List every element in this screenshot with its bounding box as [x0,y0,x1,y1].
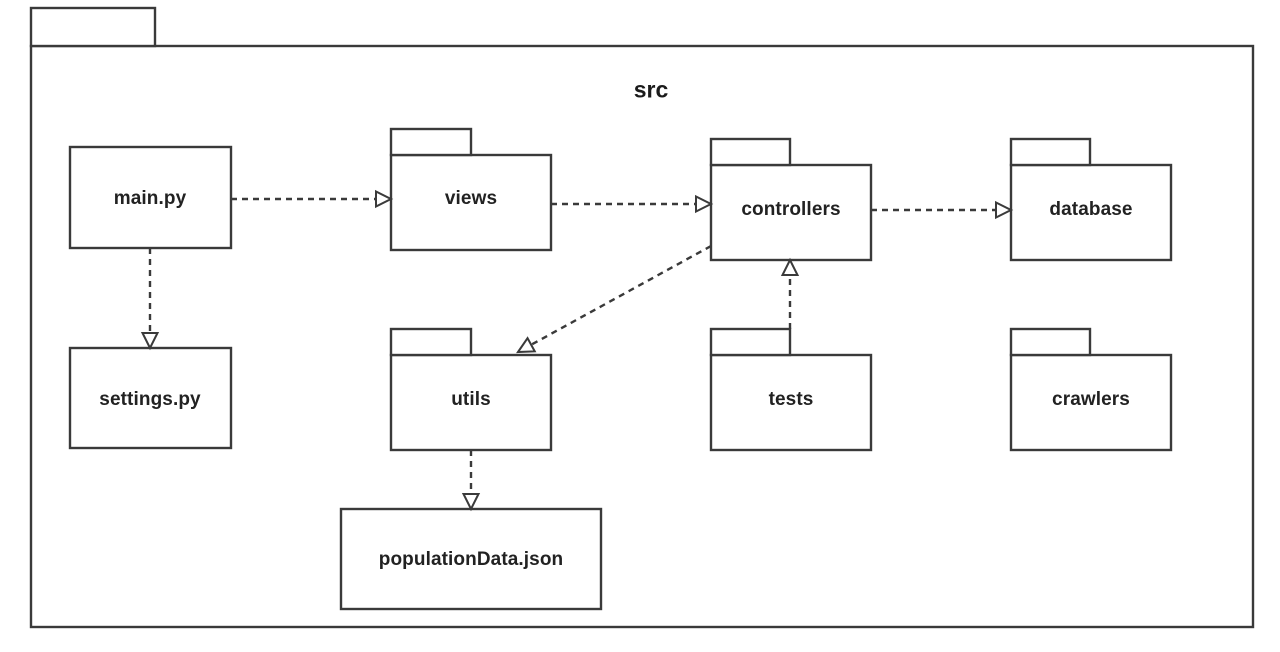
utils-tab[interactable] [389,327,473,357]
edge-main-to-views [231,189,394,209]
outer-package-title: src [633,76,669,103]
node-settings-py[interactable] [68,346,233,450]
node-tests[interactable] [709,327,873,452]
views-label: views [444,188,498,209]
arrowhead-controllers-to-utils [516,336,537,354]
database-body[interactable] [1009,163,1173,262]
node-views[interactable] [389,127,553,252]
node-population-data-json[interactable] [339,507,603,611]
views-tab[interactable] [389,127,473,157]
crawlers-body[interactable] [1009,353,1173,452]
controllers-label: controllers [741,199,841,220]
tests-tab[interactable] [709,327,792,357]
crawlers-label: crawlers [1052,389,1130,410]
arrowhead-controllers-to-database [995,200,1014,220]
node-utils[interactable] [389,327,553,452]
settings-py-body[interactable] [68,346,233,450]
edge-line-controllers-to-utils [530,244,712,346]
utils-body[interactable] [389,353,553,452]
arrowhead-views-to-controllers [695,194,714,214]
tests-body[interactable] [709,353,873,452]
settings-py-label: settings.py [99,389,201,410]
edge-main-to-settings [140,248,160,351]
node-controllers[interactable] [709,137,873,262]
database-tab[interactable] [1009,137,1092,167]
node-main-py[interactable] [68,145,233,250]
controllers-tab[interactable] [709,137,792,167]
main-py-body[interactable] [68,145,233,250]
tests-label: tests [768,389,814,410]
outer-package-tab [29,6,157,48]
arrowhead-utils-to-population-data [461,493,481,512]
views-body[interactable] [389,153,553,252]
main-py-label: main.py [113,188,187,209]
population-data-json-body[interactable] [339,507,603,611]
edge-tests-to-controllers [780,257,800,329]
edge-views-to-controllers [551,194,714,214]
database-label: database [1049,199,1133,220]
node-crawlers[interactable] [1009,327,1173,452]
arrowhead-tests-to-controllers [780,257,800,276]
node-database[interactable] [1009,137,1173,262]
edge-controllers-to-utils [516,244,712,354]
crawlers-tab[interactable] [1009,327,1092,357]
edge-utils-to-population-data [461,450,481,512]
arrowhead-main-to-settings [140,332,160,351]
utils-label: utils [451,389,491,410]
arrowhead-main-to-views [375,189,394,209]
population-data-json-label: populationData.json [378,549,564,570]
controllers-body[interactable] [709,163,873,262]
edge-controllers-to-database [871,200,1014,220]
